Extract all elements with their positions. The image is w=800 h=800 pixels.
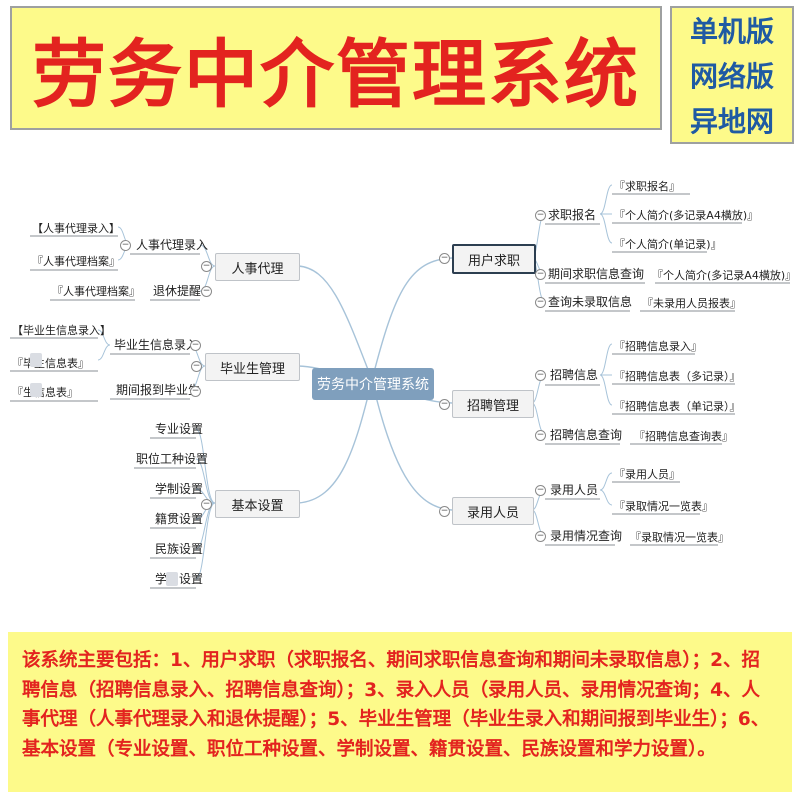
report-agent-archive[interactable]: 『人事代理档案』 (32, 255, 120, 268)
node-agent-entry[interactable]: 人事代理录入 (136, 238, 209, 252)
blur-mask (166, 572, 178, 586)
node-native[interactable]: 籍贯设置 (155, 512, 204, 526)
center-node[interactable]: 劳务中介管理系统 (312, 368, 434, 400)
node-grad-entry[interactable]: 毕业生信息录入 (114, 338, 199, 352)
node-major[interactable]: 专业设置 (155, 422, 204, 436)
collapse-icon[interactable]: − (535, 485, 546, 496)
title-banner: 劳务中介管理系统 (10, 6, 662, 130)
report-resume-single[interactable]: 『个人简介(单记录)』 (614, 238, 722, 251)
node-hired-person[interactable]: 录用人员 (550, 483, 599, 497)
collapse-icon[interactable]: − (535, 370, 546, 381)
branch-basic[interactable]: 基本设置 (215, 490, 300, 518)
blur-mask (30, 383, 42, 397)
collapse-icon[interactable]: − (439, 399, 450, 410)
collapse-icon[interactable]: − (191, 361, 202, 372)
report-apply[interactable]: 『求职报名』 (614, 180, 680, 193)
report-hired-overview[interactable]: 『录取情况一览表』 (614, 500, 713, 513)
node-recruit-query[interactable]: 招聘信息查询 (550, 428, 623, 442)
edition-network: 网络版 (689, 59, 774, 93)
description-box: 该系统主要包括：1、用户求职（求职报名、期间求职信息查询和期间未录取信息）；2、… (8, 632, 792, 792)
collapse-icon[interactable]: − (535, 269, 546, 280)
edition-standalone: 单机版 (689, 15, 774, 49)
report-period-resume[interactable]: 『个人简介(多记录A4横放)』 (652, 269, 797, 282)
collapse-icon[interactable]: − (535, 297, 546, 308)
report-recruit-entry[interactable]: 『招聘信息录入』 (614, 340, 702, 353)
app-title: 劳务中介管理系统 (32, 31, 640, 118)
edition-panel: 单机版 网络版 异地网 (670, 6, 794, 144)
branch-recruit[interactable]: 招聘管理 (452, 390, 534, 418)
branch-hired[interactable]: 录用人员 (452, 497, 534, 525)
node-ethnic[interactable]: 民族设置 (155, 542, 204, 556)
node-job-apply[interactable]: 求职报名 (548, 208, 597, 222)
collapse-icon[interactable]: − (201, 261, 212, 272)
branch-user-job[interactable]: 用户求职 (452, 244, 536, 274)
collapse-icon[interactable]: − (201, 499, 212, 510)
collapse-icon[interactable]: − (535, 430, 546, 441)
description-text: 该系统主要包括：1、用户求职（求职报名、期间求职信息查询和期间未录取信息）；2、… (22, 650, 770, 760)
report-agent-entry[interactable]: 【人事代理录入】 (32, 222, 120, 235)
collapse-icon[interactable]: − (439, 506, 450, 517)
node-hired-status[interactable]: 录用情况查询 (550, 529, 623, 543)
report-hired-person[interactable]: 『录用人员』 (614, 468, 680, 481)
collapse-icon[interactable]: − (439, 253, 450, 264)
mind-map: 劳务中介管理系统 用户求职 − 求职报名 − 『求职报名』 『个人简介(多记录A… (0, 150, 800, 620)
edition-remote: 异地网 (689, 104, 774, 138)
report-agent-archive-2[interactable]: 『人事代理档案』 (52, 285, 140, 298)
collapse-icon[interactable]: − (120, 240, 131, 251)
branch-graduate[interactable]: 毕业生管理 (205, 353, 300, 381)
collapse-icon[interactable]: − (535, 531, 546, 542)
collapse-icon[interactable]: − (190, 386, 201, 397)
collapse-icon[interactable]: − (201, 286, 212, 297)
blur-mask (30, 353, 42, 367)
node-retire-remind[interactable]: 退休提醒 (153, 284, 202, 298)
collapse-icon[interactable]: − (535, 210, 546, 221)
node-period-query[interactable]: 期间求职信息查询 (548, 267, 645, 281)
node-education[interactable]: 学制设置 (155, 482, 204, 496)
report-resume-multi[interactable]: 『个人简介(多记录A4横放)』 (614, 209, 759, 222)
report-grad-table-a[interactable]: 『毕生信息表』 (12, 357, 89, 370)
report-grad-table-b[interactable]: 『生信息表』 (12, 386, 78, 399)
report-recruit-table-multi[interactable]: 『招聘信息表（多记录）』 (614, 370, 741, 383)
node-unhired-query[interactable]: 查询未录取信息 (548, 295, 633, 309)
node-job-type[interactable]: 职位工种设置 (136, 452, 209, 466)
report-grad-entry[interactable]: 【毕业生信息录入】 (12, 324, 111, 337)
branch-personnel[interactable]: 人事代理 (215, 253, 300, 281)
report-recruit-table-single[interactable]: 『招聘信息表（单记录）』 (614, 400, 741, 413)
report-status-overview[interactable]: 『录取情况一览表』 (630, 531, 729, 544)
report-unhired[interactable]: 『未录用人员报表』 (642, 297, 741, 310)
node-degree[interactable]: 学设置 (155, 572, 204, 586)
report-recruit-query[interactable]: 『招聘信息查询表』 (634, 430, 733, 443)
collapse-icon[interactable]: − (190, 340, 201, 351)
node-recruit-info[interactable]: 招聘信息 (550, 368, 599, 382)
node-grad-report-in[interactable]: 期间报到毕业生 (116, 383, 201, 397)
